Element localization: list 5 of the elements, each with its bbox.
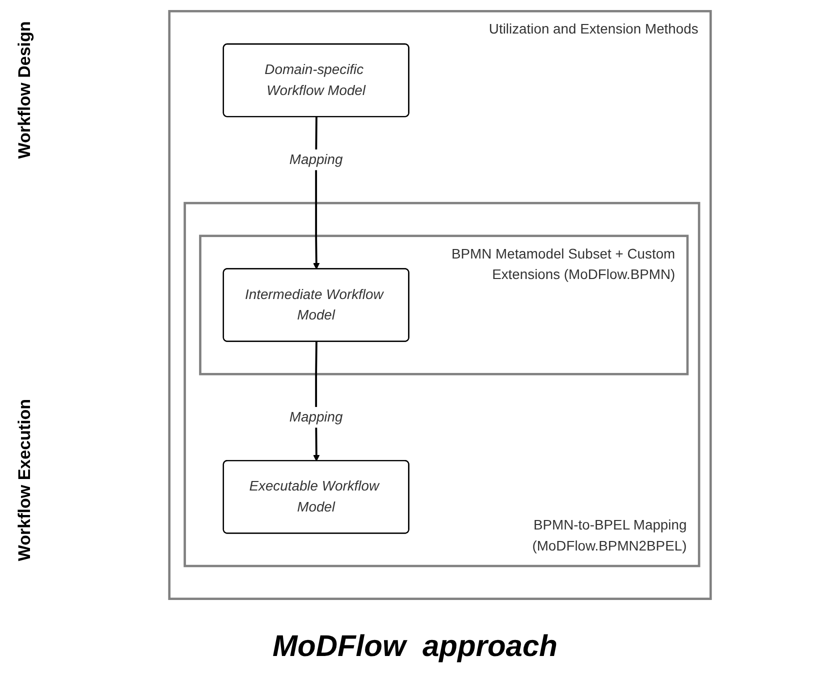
side-label: Workflow Execution [15,398,35,564]
caption: MoDFlow approach [272,630,558,664]
edge-label: Mapping [289,152,343,168]
edge-label: Mapping [289,409,343,425]
side-label: Workflow Design [15,20,35,161]
